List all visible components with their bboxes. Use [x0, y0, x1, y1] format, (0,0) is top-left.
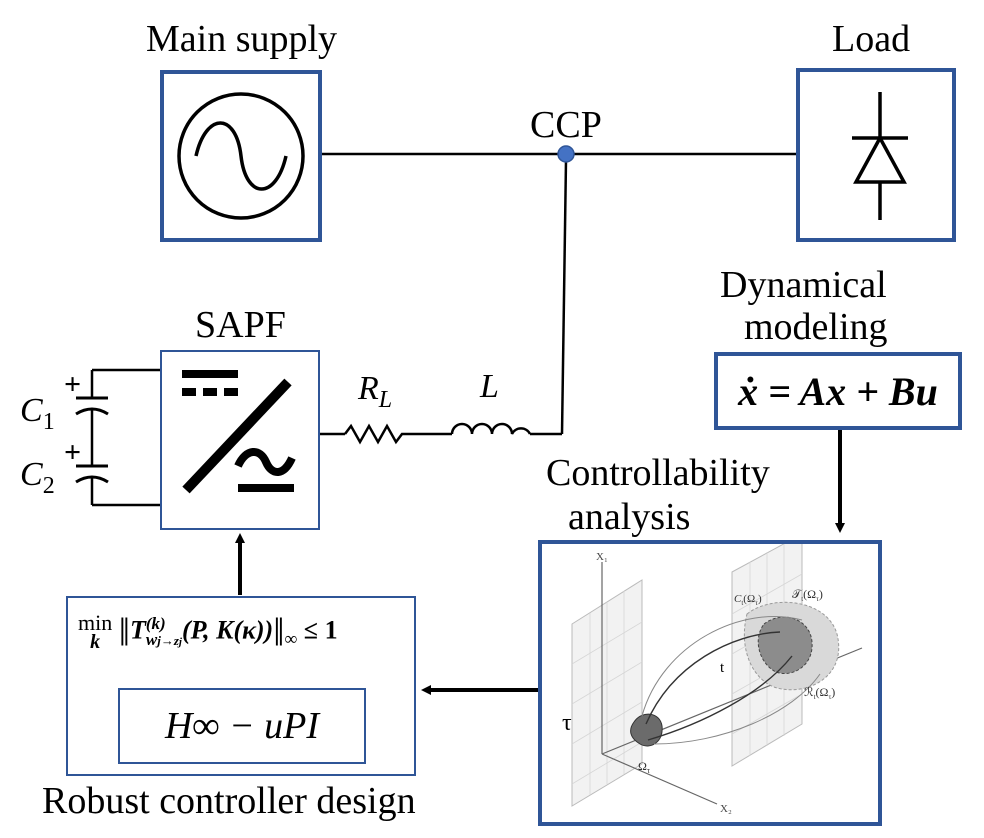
- opt-T-sup: (k): [145, 613, 166, 633]
- opt-norm-sub: ∞: [284, 628, 298, 649]
- robust-controller-box: [66, 596, 416, 776]
- main-supply-box: [160, 70, 322, 242]
- ccp-drop-line: [560, 159, 568, 435]
- opt-T: T: [129, 615, 146, 645]
- tau-label: τ: [562, 710, 572, 736]
- dynamical-label-line1: Dynamical: [720, 264, 887, 306]
- set-t-label: 𝒯t(Ωτ): [792, 587, 823, 603]
- ac-source-icon: [177, 92, 305, 220]
- ccp-node: [557, 145, 575, 163]
- opt-T-subsubsub: j: [178, 635, 182, 648]
- load-label: Load: [832, 18, 911, 60]
- opt-args: (P, K(κ)): [181, 615, 274, 645]
- resistor-symbol: [344, 423, 452, 445]
- state-space-equation: ẋ = Ax + Bu: [714, 352, 962, 430]
- axis-x1-label: X₁: [596, 551, 608, 563]
- main-supply-label: Main supply: [146, 18, 338, 60]
- c1-plus: +: [64, 368, 82, 401]
- opt-T-subsub: j→z: [157, 632, 179, 648]
- set-r-label: ℛt(Ωτ): [804, 685, 835, 701]
- inductor-symbol: [450, 422, 532, 435]
- cap2-plate-bottom: [75, 475, 109, 484]
- controllability-label-line2: analysis: [568, 496, 691, 538]
- c2-plus: +: [64, 436, 82, 469]
- inductor-label: L: [480, 368, 499, 405]
- c2-label: C2: [20, 456, 55, 499]
- t-label: t: [720, 660, 725, 676]
- controller-equation: H∞ − uPI: [118, 688, 366, 764]
- omega-tau-label: Ωτ: [638, 759, 651, 775]
- sapf-label: SAPF: [195, 304, 286, 346]
- dynamical-label-line2: modeling: [744, 306, 888, 348]
- reachability-figure-box: X₁ X₂ τ t Ωτ Ct(Ωτ) 𝒯t(Ωτ) ℛt(Ωτ): [538, 540, 882, 826]
- sapf-box: [160, 350, 320, 530]
- set-c-label: Ct(Ωτ): [734, 593, 762, 607]
- inverter-icon: [182, 370, 296, 494]
- opt-rhs: ≤ 1: [303, 615, 338, 645]
- axis-x2-label: X₂: [720, 803, 732, 815]
- opt-min: min: [78, 610, 113, 635]
- optimization-equation: min k ‖T(k)wj→zj(P, K(κ))‖∞ ≤ 1: [78, 609, 338, 655]
- cap1-plate-bottom: [75, 407, 109, 416]
- load-box: [796, 68, 956, 242]
- diode-icon: [852, 92, 908, 220]
- robust-controller-label: Robust controller design: [42, 780, 416, 822]
- opt-T-sub: w: [145, 629, 158, 649]
- resistor-label: RL: [358, 370, 393, 413]
- ccp-label: CCP: [530, 104, 602, 146]
- reachability-figure: X₁ X₂ τ t Ωτ Ct(Ωτ) 𝒯t(Ωτ) ℛt(Ωτ): [562, 544, 863, 815]
- controllability-label-line1: Controllability: [546, 452, 770, 494]
- c1-label: C1: [20, 392, 55, 435]
- opt-min-var: k: [90, 631, 101, 653]
